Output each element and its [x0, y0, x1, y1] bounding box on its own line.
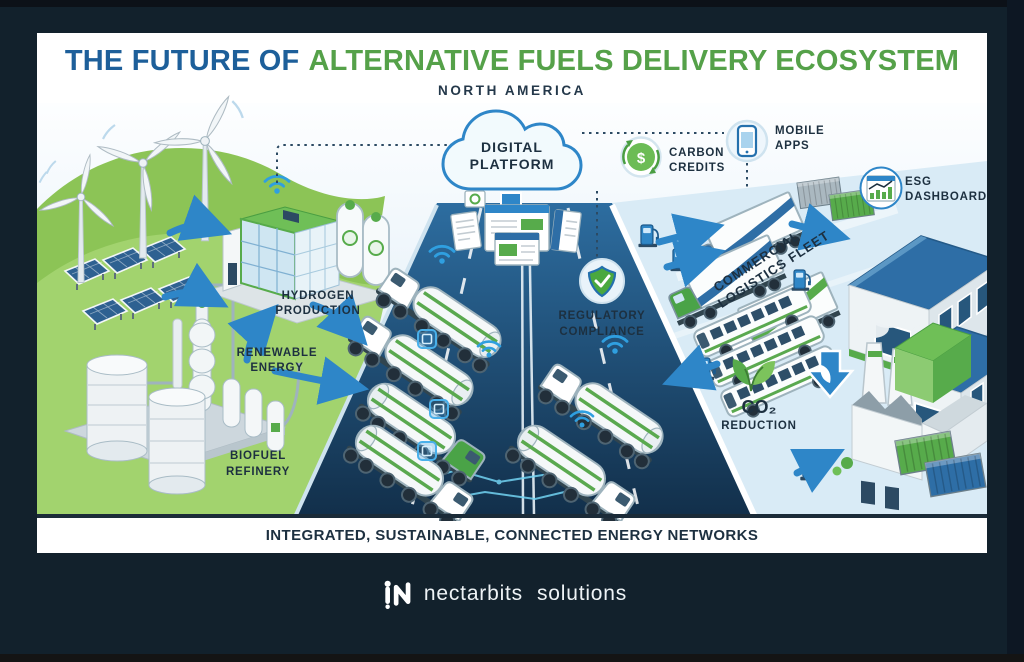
- dollar-icon: $: [637, 150, 646, 167]
- label-esg-dashboards: ESG DASHBOARDS: [905, 176, 987, 203]
- label-digital-platform-l2: PLATFORM: [470, 156, 555, 172]
- factory: [832, 304, 987, 511]
- letterbox-right: [1007, 0, 1024, 662]
- title-part-2: ALTERNATIVE FUELS DELIVERY ECOSYSTEM: [308, 45, 960, 77]
- letterbox-bottom: [0, 654, 1024, 662]
- label-carbon-credits-l1: CARBON: [669, 147, 724, 159]
- tagline: INTEGRATED, SUSTAINABLE, CONNECTED ENERG…: [37, 521, 987, 551]
- label-regulatory-compliance: REGULATORY COMPLIANCE: [558, 310, 645, 338]
- label-co2-reduction: CO₂ REDUCTION: [721, 397, 797, 432]
- label-hydrogen-production: HYDROGEN PRODUCTION: [275, 290, 360, 317]
- label-regulatory-compliance-l2: COMPLIANCE: [559, 326, 644, 338]
- label-esg-dashboards-l2: DASHBOARDS: [905, 191, 987, 203]
- carbon-credits-icon: $: [620, 136, 662, 178]
- co2-leaves-icon: [732, 359, 775, 392]
- label-biofuel-refinery-l2: REFINERY: [226, 466, 290, 478]
- letterbox-top: [0, 0, 1024, 7]
- label-mobile-apps: MOBILE APPS: [775, 125, 825, 152]
- subtitle: NORTH AMERICA: [437, 83, 587, 98]
- mobile-apps-icon: [725, 119, 769, 163]
- chip-icon: [417, 441, 437, 461]
- brand-name: nectarbits: [423, 582, 523, 605]
- brand-suffix: solutions: [536, 582, 628, 605]
- label-renewable-energy: RENEWABLE ENERGY: [237, 347, 318, 374]
- label-hydrogen-production-l1: HYDROGEN: [282, 290, 355, 302]
- scene-illustration: DIGITAL PLATFORM: [37, 94, 987, 535]
- label-esg-dashboards-l1: ESG: [905, 176, 932, 188]
- down-arrow-leaf-icon: [805, 349, 855, 399]
- chip-icon: [417, 329, 437, 349]
- flow-arrow: [161, 194, 851, 493]
- label-carbon-credits: CARBON CREDITS: [669, 147, 725, 174]
- label-digital-platform-l1: DIGITAL: [481, 139, 543, 155]
- label-renewable-energy-l1: RENEWABLE: [237, 347, 318, 359]
- shield-compliance-icon: [579, 258, 625, 304]
- brand-logo-icon: [384, 580, 411, 609]
- label-mobile-apps-l1: MOBILE: [775, 125, 825, 137]
- dotted-connector: [276, 132, 748, 257]
- label-carbon-credits-l2: CREDITS: [669, 162, 725, 174]
- label-regulatory-compliance-l1: REGULATORY: [558, 310, 645, 322]
- label-biofuel-refinery: BIOFUEL REFINERY: [226, 450, 290, 478]
- title-part-1: THE FUTURE OF: [64, 45, 300, 77]
- scene-divider: [37, 514, 987, 518]
- brand-footer: nectarbits solutions: [0, 577, 1007, 611]
- hydrogen-tanks: [336, 200, 390, 286]
- infographic-card: DIGITAL PLATFORM: [37, 33, 987, 553]
- wind-turbine: [96, 124, 183, 259]
- label-co2-reduction-l2: REDUCTION: [721, 420, 797, 432]
- biofuel-refinery: [63, 283, 301, 495]
- wind-turbine: [153, 94, 244, 242]
- label-mobile-apps-l2: APPS: [775, 140, 810, 152]
- label-hydrogen-production-l2: PRODUCTION: [275, 305, 360, 317]
- monitor-cluster: [450, 190, 582, 266]
- label-biofuel-refinery-l1: BIOFUEL: [230, 450, 286, 462]
- label-co2-reduction-l1: CO₂: [742, 397, 777, 417]
- esg-dashboards-icon: [859, 166, 903, 210]
- wind-turbine: [38, 153, 116, 283]
- chip-icon: [429, 399, 449, 419]
- label-renewable-energy-l2: ENERGY: [250, 362, 303, 374]
